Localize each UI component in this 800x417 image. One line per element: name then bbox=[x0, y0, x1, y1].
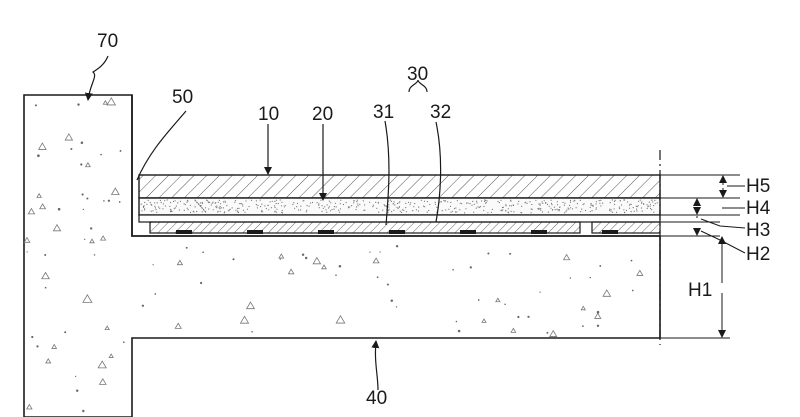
pocket-outline bbox=[131, 95, 660, 237]
layer-30 bbox=[138, 214, 661, 223]
layer-20-dots bbox=[140, 199, 658, 214]
extension-lines bbox=[660, 174, 740, 339]
label-20: 20 bbox=[312, 104, 333, 125]
conductor-pads-31 bbox=[176, 230, 618, 234]
label-50: 50 bbox=[172, 87, 193, 108]
label-32: 32 bbox=[430, 102, 451, 123]
concrete-body bbox=[23, 94, 661, 417]
leader-arrows bbox=[84, 55, 442, 391]
label-30: 30 bbox=[407, 64, 428, 85]
dimension-arrows bbox=[693, 175, 746, 338]
label-70: 70 bbox=[97, 31, 118, 52]
label-10: 10 bbox=[258, 104, 279, 125]
dim-h2: H2 bbox=[746, 244, 770, 265]
label-31: 31 bbox=[373, 102, 394, 123]
label-40: 40 bbox=[366, 388, 387, 409]
dim-h3: H3 bbox=[746, 220, 770, 241]
dim-h1: H1 bbox=[688, 280, 712, 301]
dim-h4: H4 bbox=[746, 198, 771, 219]
layer-32-right bbox=[591, 221, 661, 234]
concrete-speckles bbox=[23, 97, 644, 413]
layer-10 bbox=[138, 174, 661, 199]
dim-h5: H5 bbox=[746, 176, 770, 197]
layer-32 bbox=[149, 221, 581, 234]
